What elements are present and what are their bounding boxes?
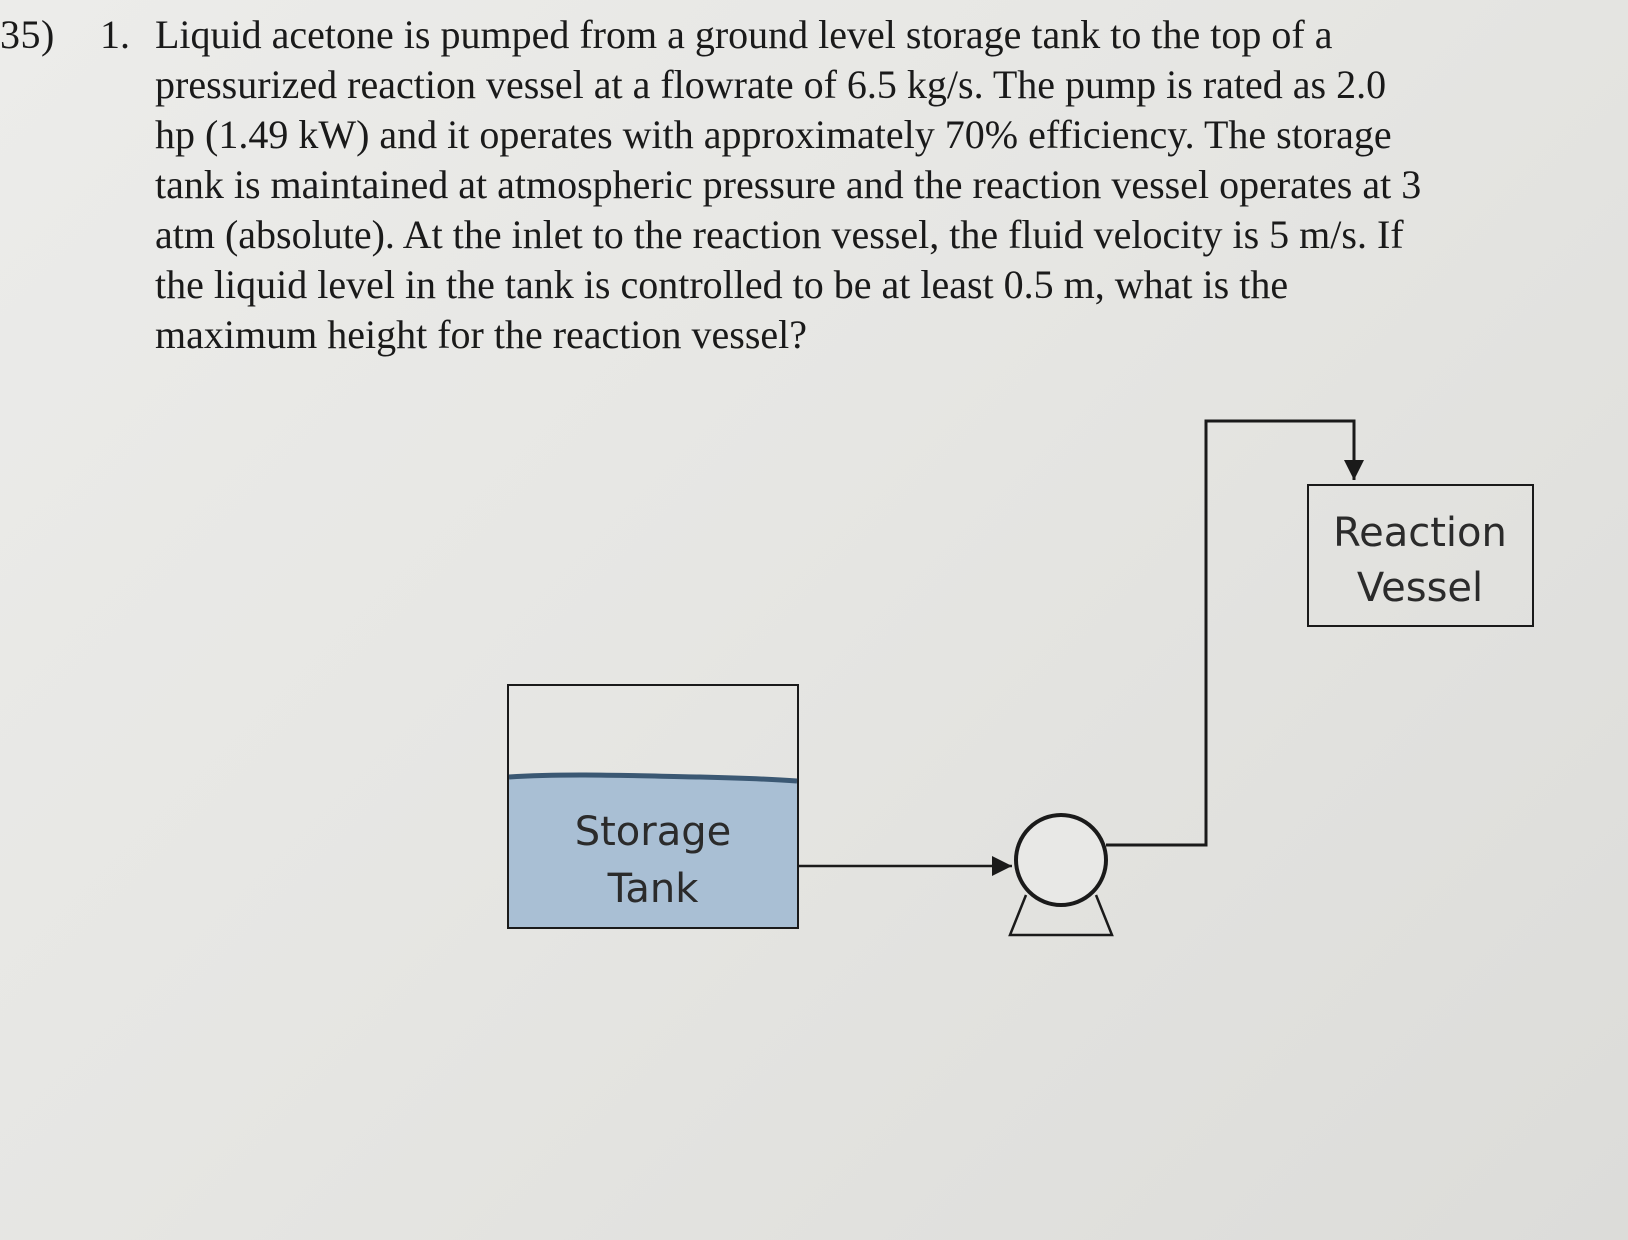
pump-casing [1014, 813, 1108, 907]
question-line: Liquid acetone is pumped from a ground l… [155, 12, 1333, 57]
pump-discharge-pipe [1106, 419, 1364, 847]
vessel-outline [1307, 484, 1534, 627]
liquid-surface-line [508, 772, 798, 784]
tank-outline [507, 684, 799, 929]
question-line: hp (1.49 kW) and it operates with approx… [155, 112, 1392, 157]
reaction-vessel-label-line1: Reaction [1333, 510, 1507, 556]
tank-liquid [509, 774, 797, 927]
pump-base [1008, 894, 1114, 937]
question-line: tank is maintained at atmospheric pressu… [155, 162, 1422, 207]
storage-tank: Storage Tank [507, 684, 799, 929]
question-line: pressurized reaction vessel at a flowrat… [155, 62, 1387, 107]
question-text: Liquid acetone is pumped from a ground l… [155, 10, 1575, 360]
question-line: the liquid level in the tank is controll… [155, 262, 1289, 307]
pump [1008, 813, 1114, 937]
storage-tank-label-line2: Tank [607, 866, 700, 912]
item-number: 1. [100, 12, 130, 57]
problem-number: 35) [0, 12, 55, 57]
storage-tank-label-line1: Storage [575, 809, 732, 855]
question-line: atm (absolute). At the inlet to the reac… [155, 212, 1404, 257]
reaction-vessel: Reaction Vessel [1307, 484, 1534, 627]
question-line: maximum height for the reaction vessel? [155, 312, 808, 357]
reaction-vessel-label-line2: Vessel [1357, 565, 1483, 611]
